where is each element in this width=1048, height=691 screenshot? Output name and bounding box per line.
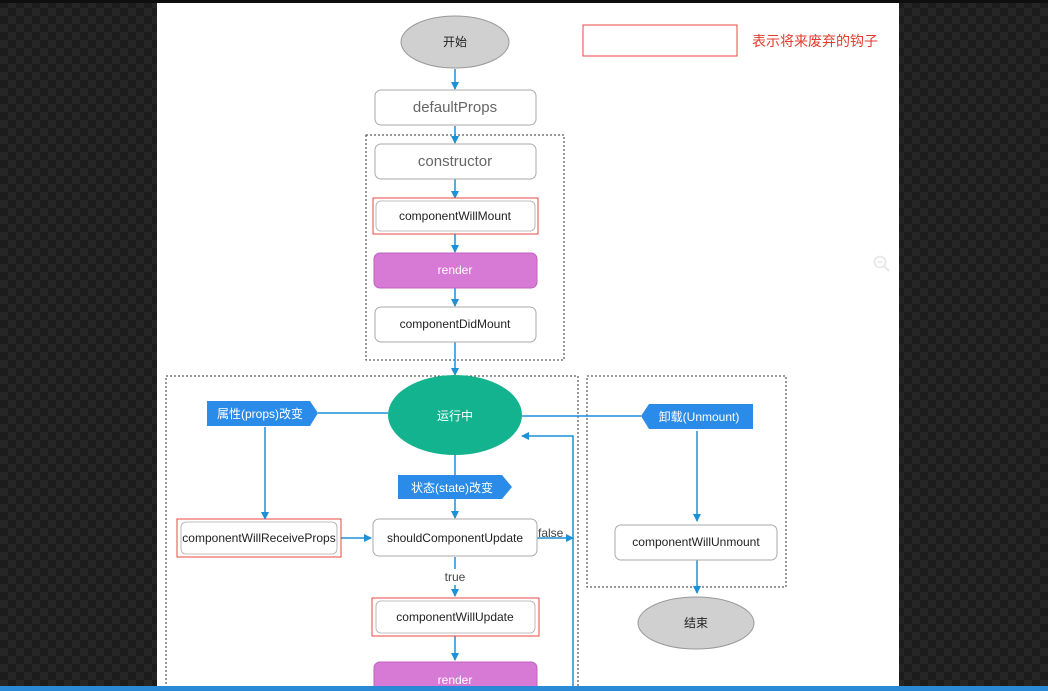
mount-group-frame (365, 134, 565, 361)
defaultprops-label: defaultProps (413, 99, 497, 116)
state-change-label: 状态(state)改变 (411, 480, 493, 495)
willupdate-label: componentWillUpdate (396, 610, 514, 624)
render-update-node (373, 661, 538, 686)
update-group-frame (165, 375, 579, 686)
didmount-label: componentDidMount (400, 317, 511, 331)
legend-swatch (582, 24, 738, 57)
willupdate-node (375, 600, 536, 634)
true-label-bg (443, 569, 467, 585)
true-label: true (445, 570, 466, 584)
willreceiveprops-label: componentWillReceiveProps (182, 531, 335, 545)
zoom-out-icon[interactable] (872, 254, 892, 274)
state-change-tag (398, 475, 512, 499)
constructor-label: constructor (418, 153, 492, 170)
false-label: false (538, 526, 564, 540)
viewer-top-edge (0, 0, 1048, 3)
render-mount-node (373, 252, 538, 289)
bottom-accent-bar (0, 686, 1048, 691)
willmount-label: componentWillMount (399, 209, 512, 223)
unmount-tag (641, 404, 753, 429)
lifecycle-diagram: 表示将来废弃的钩子 开始 defaultProps constructor co… (165, 15, 878, 686)
didmount-node (374, 306, 537, 343)
running-node (388, 375, 522, 455)
shouldupdate-node (372, 518, 538, 557)
shouldupdate-label: shouldComponentUpdate (387, 531, 523, 545)
willunmount-label: componentWillUnmount (632, 535, 760, 549)
willunmount-node (614, 524, 778, 561)
defaultprops-node (374, 89, 537, 126)
start-label: 开始 (443, 35, 467, 49)
render-update-label: render (438, 673, 473, 686)
render-mount-label: render (438, 263, 473, 277)
props-change-label: 属性(props)改变 (217, 406, 303, 421)
unmount-group-frame (586, 375, 787, 588)
end-label: 结束 (684, 616, 708, 630)
willreceiveprops-node (180, 521, 338, 555)
running-label: 运行中 (437, 408, 473, 423)
flowchart-image: 表示将来废弃的钩子 开始 defaultProps constructor co… (157, 3, 899, 686)
legend-label: 表示将来废弃的钩子 (752, 33, 878, 49)
start-node (400, 15, 510, 69)
willmount-node (375, 200, 536, 232)
arrow-false-return-running (521, 432, 574, 686)
constructor-node (374, 143, 537, 180)
end-node (637, 596, 755, 650)
unmount-label: 卸载(Unmount) (659, 409, 740, 424)
props-change-tag (207, 401, 318, 426)
